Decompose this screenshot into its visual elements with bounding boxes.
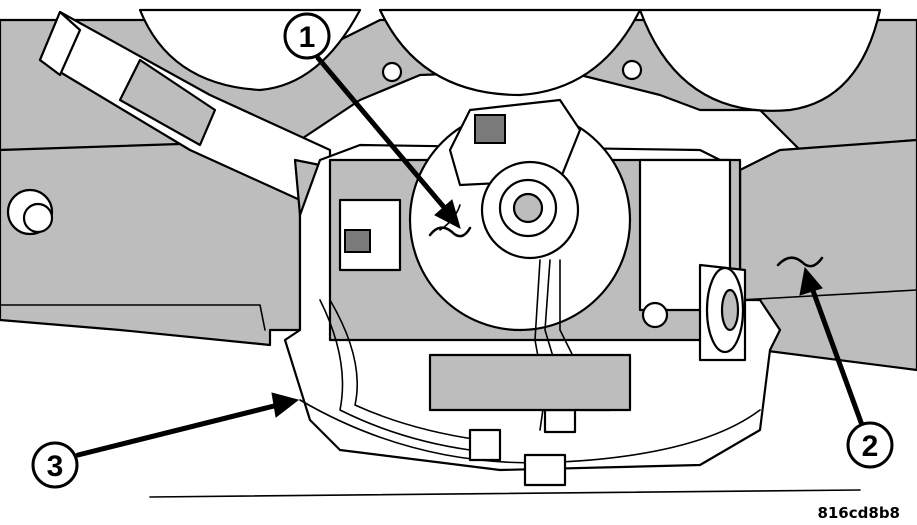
figure-code: 816cd8b8 (817, 504, 900, 522)
callout-arrow-2 (799, 266, 865, 428)
harness-connector-4 (543, 408, 577, 434)
callout-1-label: 1 (299, 21, 316, 54)
callout-3-label: 3 (47, 450, 64, 483)
harness-connector-2 (523, 453, 567, 487)
callout-3: 3 (31, 441, 79, 489)
callout-1: 1 (283, 12, 331, 60)
callout-arrow-3 (75, 392, 300, 458)
panel-screw-right (621, 59, 643, 81)
baseline-rule (149, 489, 861, 498)
harness-connector-1 (468, 428, 502, 462)
panel-screw-left (381, 61, 403, 83)
callout-2-label: 2 (862, 430, 879, 463)
item1-indicator (428, 226, 472, 238)
callout-arrow-1 (315, 55, 461, 229)
gauge-cluster-right (638, 8, 882, 112)
gauge-cluster-left (378, 8, 642, 97)
harness-cover (428, 353, 632, 412)
wire-harness (319, 259, 632, 487)
callout-2: 2 (846, 421, 894, 469)
item2-indicator (776, 256, 824, 268)
clockspring (408, 98, 632, 332)
lower-dash-panel (0, 138, 917, 372)
